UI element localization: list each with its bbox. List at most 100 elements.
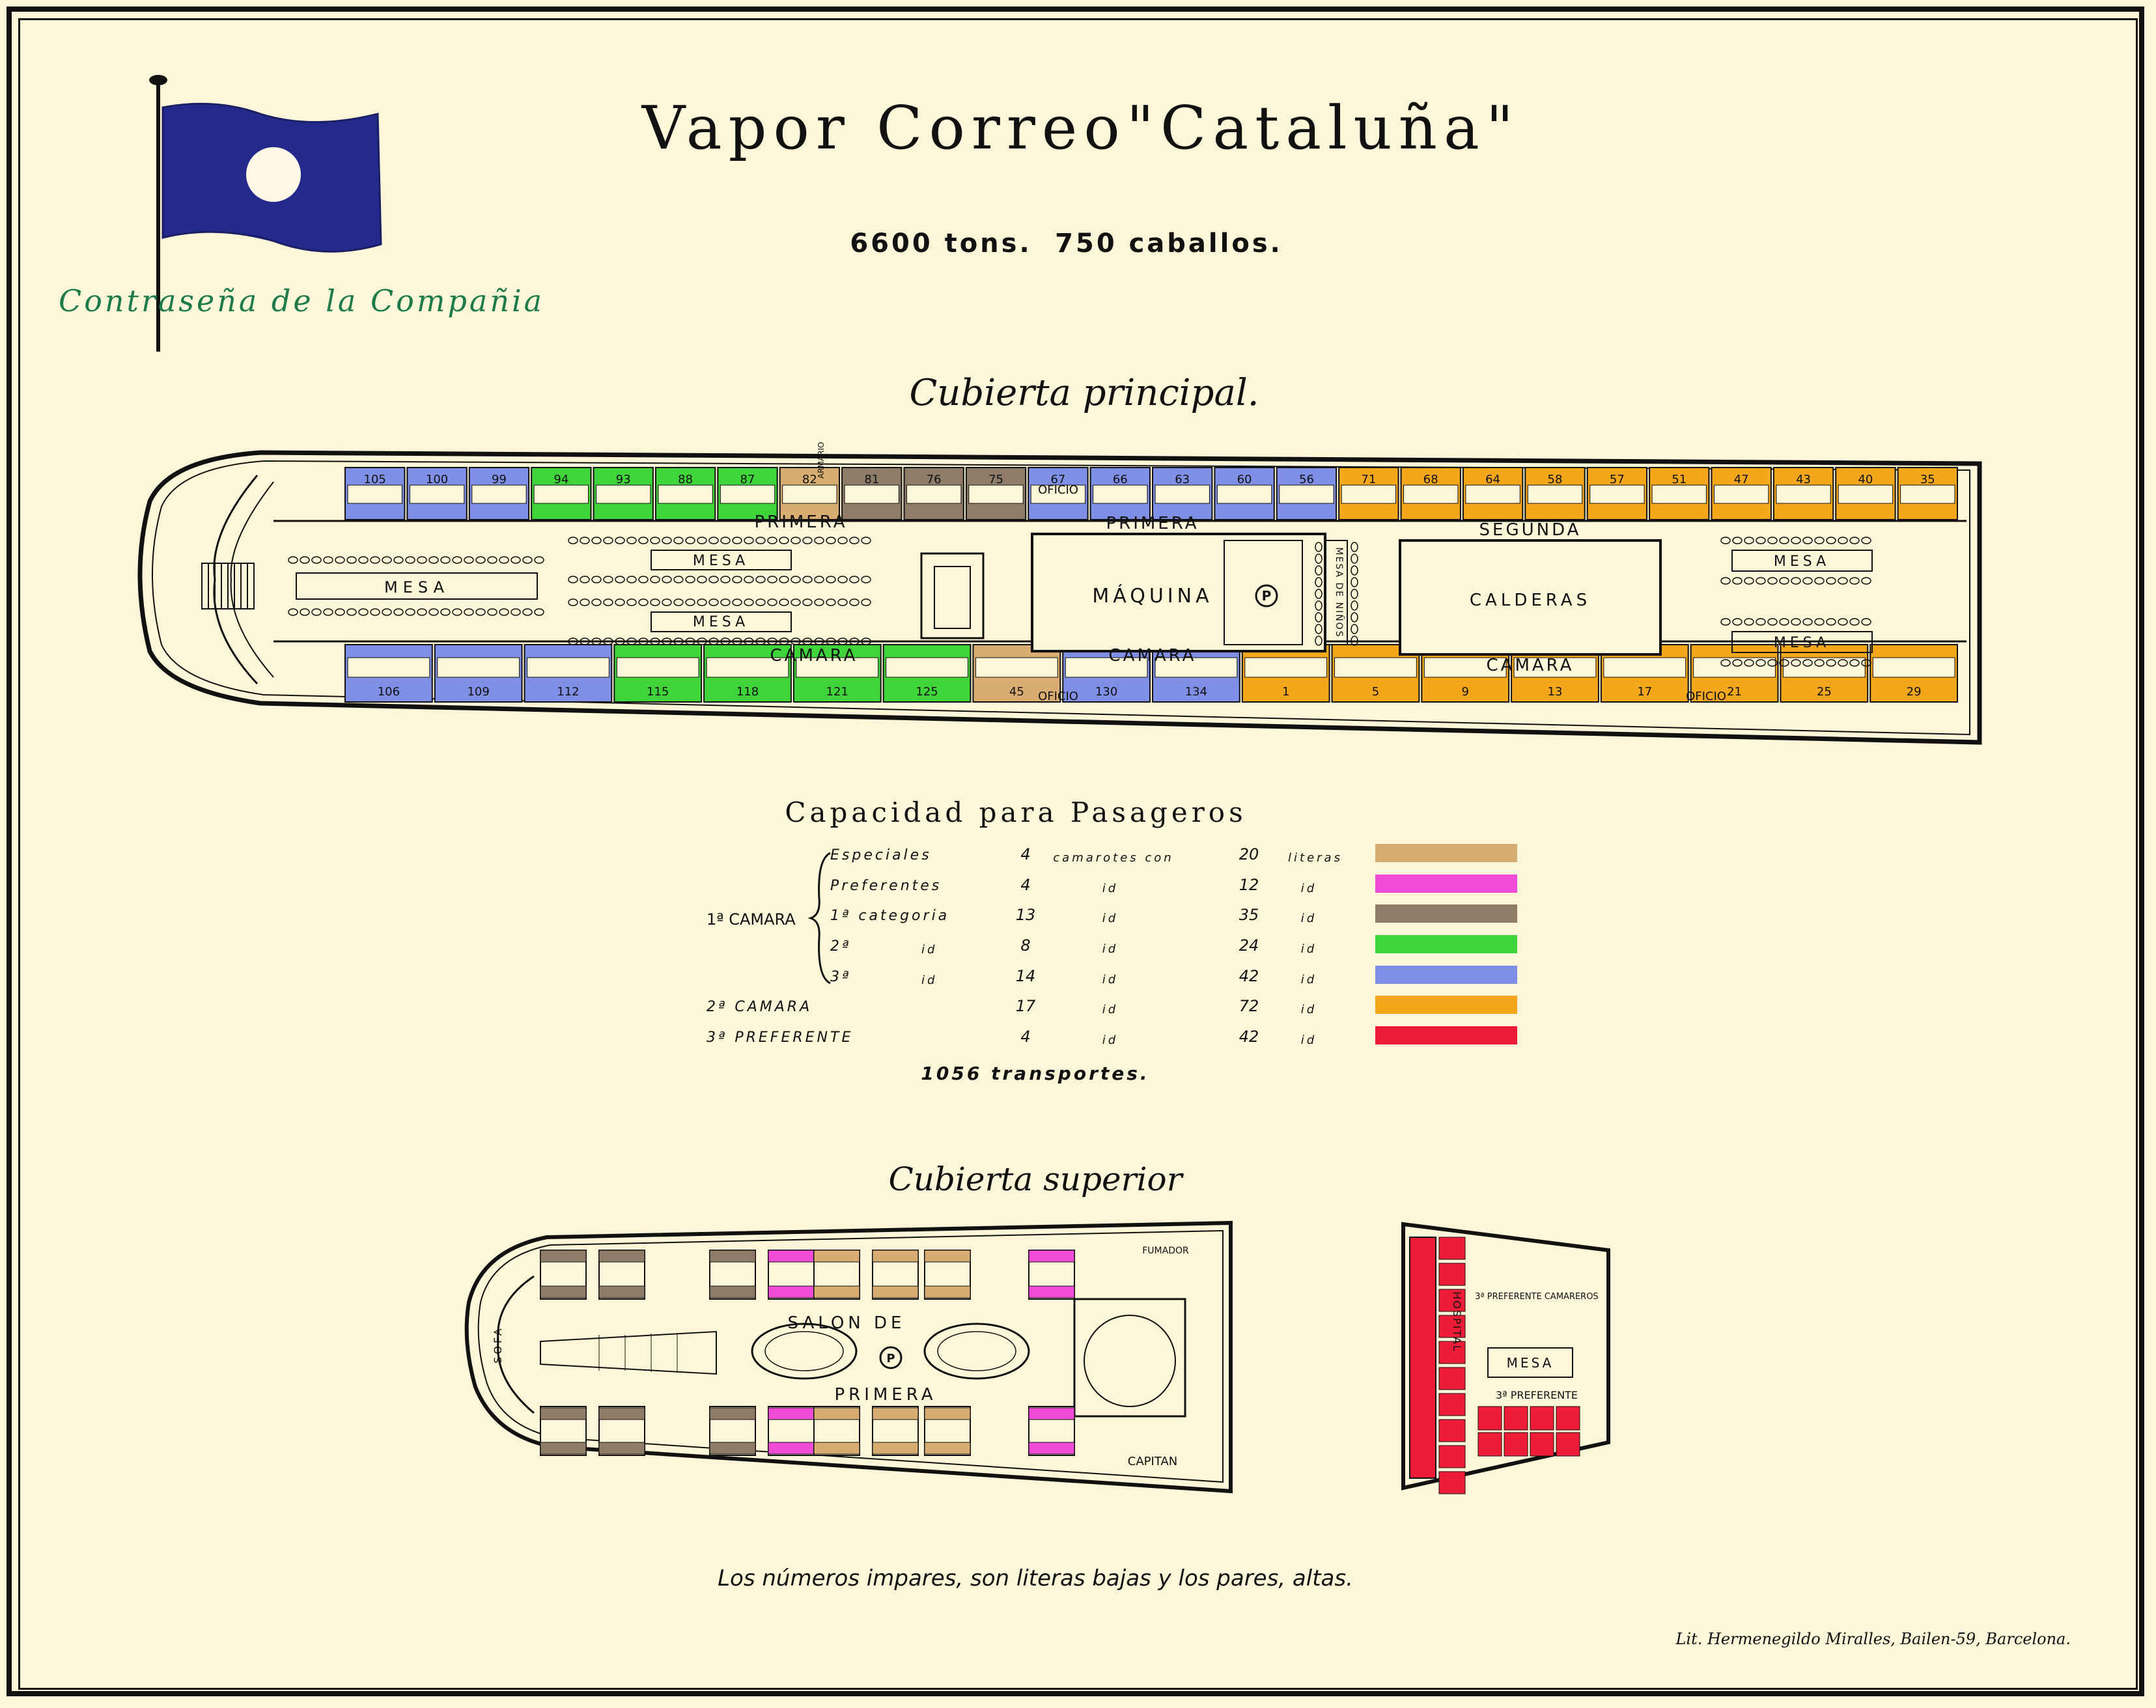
primera-label-fwd: PRIMERA xyxy=(754,512,847,532)
cabin-number: 60 xyxy=(1237,473,1252,486)
cabin-top-105: 105 xyxy=(344,467,406,520)
horsepower: 750 caballos. xyxy=(1055,229,1283,259)
cabin-top-68: 68 xyxy=(1400,467,1461,520)
childrens-table-label: MESA DE NIÑOS xyxy=(1334,547,1345,637)
cabin-number: 29 xyxy=(1907,685,1922,699)
cabin-bottom-115: 115 xyxy=(613,644,703,703)
capacity-unit-label: literas xyxy=(1288,851,1343,865)
upper-cabins xyxy=(540,1250,1075,1456)
first-class-group-label: 1ª CAMARA xyxy=(707,910,796,929)
stern-table-label: MESA xyxy=(1507,1355,1554,1371)
salon-label: SALON DE xyxy=(788,1313,906,1333)
cabin-bottom-118: 118 xyxy=(703,644,792,703)
upper-deck-plan: SOFA P SALON DE PRIMERA FUMADOR CAPITAN xyxy=(464,1220,1233,1494)
cabin-number: 40 xyxy=(1858,473,1873,486)
cabin-number: 121 xyxy=(826,685,848,699)
oficio-label-aft: OFICIO xyxy=(1686,690,1726,703)
cabin-number: 64 xyxy=(1485,473,1500,486)
fumador-label: FUMADOR xyxy=(1142,1246,1189,1256)
cabin-number: 105 xyxy=(364,473,386,486)
capacity-berth-count: 42 xyxy=(1239,1028,1259,1046)
cabin-top-64: 64 xyxy=(1462,467,1524,520)
cabin-top-87: 87 xyxy=(717,467,778,520)
capacity-heading: Capacidad para Pasageros xyxy=(785,796,1246,828)
cabin-bottom-134: 134 xyxy=(1152,644,1240,703)
cabin-number: 115 xyxy=(647,685,669,699)
inner-frame xyxy=(18,18,2138,1690)
cabin-top-60: 60 xyxy=(1214,467,1275,520)
camara-label-mid: CAMARA xyxy=(1109,646,1197,665)
outer-frame xyxy=(7,7,2144,1696)
cabin-number: 43 xyxy=(1796,473,1811,486)
segunda-label: SEGUNDA xyxy=(1479,520,1582,540)
capacity-color-swatch xyxy=(1375,904,1517,923)
page-title: Vapor Correo"Cataluña" xyxy=(641,93,1520,163)
cabin-top-51: 51 xyxy=(1649,467,1710,520)
cabin-number: 109 xyxy=(467,685,489,699)
second-class-dining-area: MESA MESA xyxy=(1720,537,1873,667)
cabin-top-100: 100 xyxy=(406,467,468,520)
capacity-berth-count: 35 xyxy=(1239,906,1259,924)
capacity-mid-label: id xyxy=(1102,1033,1118,1047)
capacity-cabin-count: 17 xyxy=(1016,997,1036,1015)
oficio-label-top: OFICIO xyxy=(1038,483,1078,497)
cabin-top-99: 99 xyxy=(468,467,530,520)
cabin-top-40: 40 xyxy=(1835,467,1896,520)
cabin-bottom-109: 109 xyxy=(434,644,523,703)
cabin-top-57: 57 xyxy=(1586,467,1648,520)
forward-dining-area: MESA xyxy=(288,556,544,616)
cabin-number: 51 xyxy=(1672,473,1687,486)
first-table-label-a: MESA xyxy=(693,553,749,569)
cabin-number: 56 xyxy=(1299,473,1314,486)
cabin-number: 66 xyxy=(1113,473,1128,486)
camara-label-fwd: CAMARA xyxy=(770,646,858,665)
cabin-number: 81 xyxy=(864,473,879,486)
cabin-number: 45 xyxy=(1009,685,1024,699)
cabin-top-67: 67 xyxy=(1028,467,1089,520)
capacity-unit-label: id xyxy=(1301,942,1317,956)
main-deck-heading: Cubierta principal. xyxy=(909,372,1259,414)
capacity-berth-count: 24 xyxy=(1239,936,1259,955)
capacity-color-swatch xyxy=(1375,935,1517,953)
capacity-berth-count: 20 xyxy=(1239,845,1259,863)
hospital-label: HOSPITAL xyxy=(1451,1291,1463,1352)
cabin-number: 118 xyxy=(736,685,759,699)
cabin-number: 58 xyxy=(1548,473,1563,486)
stern-berths xyxy=(1438,1237,1580,1494)
upper-deck-heading: Cubierta superior xyxy=(888,1160,1184,1198)
bow-stairs xyxy=(201,563,255,609)
cabin-number: 9 xyxy=(1461,685,1468,699)
capacity-cabin-count: 8 xyxy=(1020,936,1030,955)
svg-text:P: P xyxy=(886,1352,895,1365)
capacity-unit-label: id xyxy=(1301,973,1317,987)
cabin-number: 71 xyxy=(1361,473,1376,486)
cabin-top-71: 71 xyxy=(1338,467,1399,520)
cabin-number: 57 xyxy=(1610,473,1625,486)
flag-emblem-circle xyxy=(246,147,301,202)
cabin-top-82: 82 xyxy=(779,467,841,520)
cabin-top-81: 81 xyxy=(841,467,903,520)
childrens-table: MESA DE NIÑOS xyxy=(1315,540,1358,646)
second-table-label-a: MESA xyxy=(1774,553,1830,570)
capacity-sub-label: id xyxy=(921,943,937,957)
camara-label-aft: CAMARA xyxy=(1487,656,1575,675)
cabin-top-43: 43 xyxy=(1772,467,1834,520)
second-table-label-b: MESA xyxy=(1774,635,1830,651)
hospital-block xyxy=(1409,1237,1436,1479)
cabin-number: 82 xyxy=(802,473,817,486)
cabin-number: 63 xyxy=(1175,473,1190,486)
capitan-label: CAPITAN xyxy=(1128,1455,1177,1468)
first-class-dining-area: MESA MESA xyxy=(568,537,871,645)
cabin-top-76: 76 xyxy=(903,467,964,520)
capacity-cabin-count: 14 xyxy=(1016,967,1036,985)
cabin-top-94: 94 xyxy=(531,467,592,520)
first-table-label-b: MESA xyxy=(693,614,749,630)
cabin-number: 17 xyxy=(1637,685,1652,699)
capacity-mid-label: camarotes con xyxy=(1053,851,1173,865)
